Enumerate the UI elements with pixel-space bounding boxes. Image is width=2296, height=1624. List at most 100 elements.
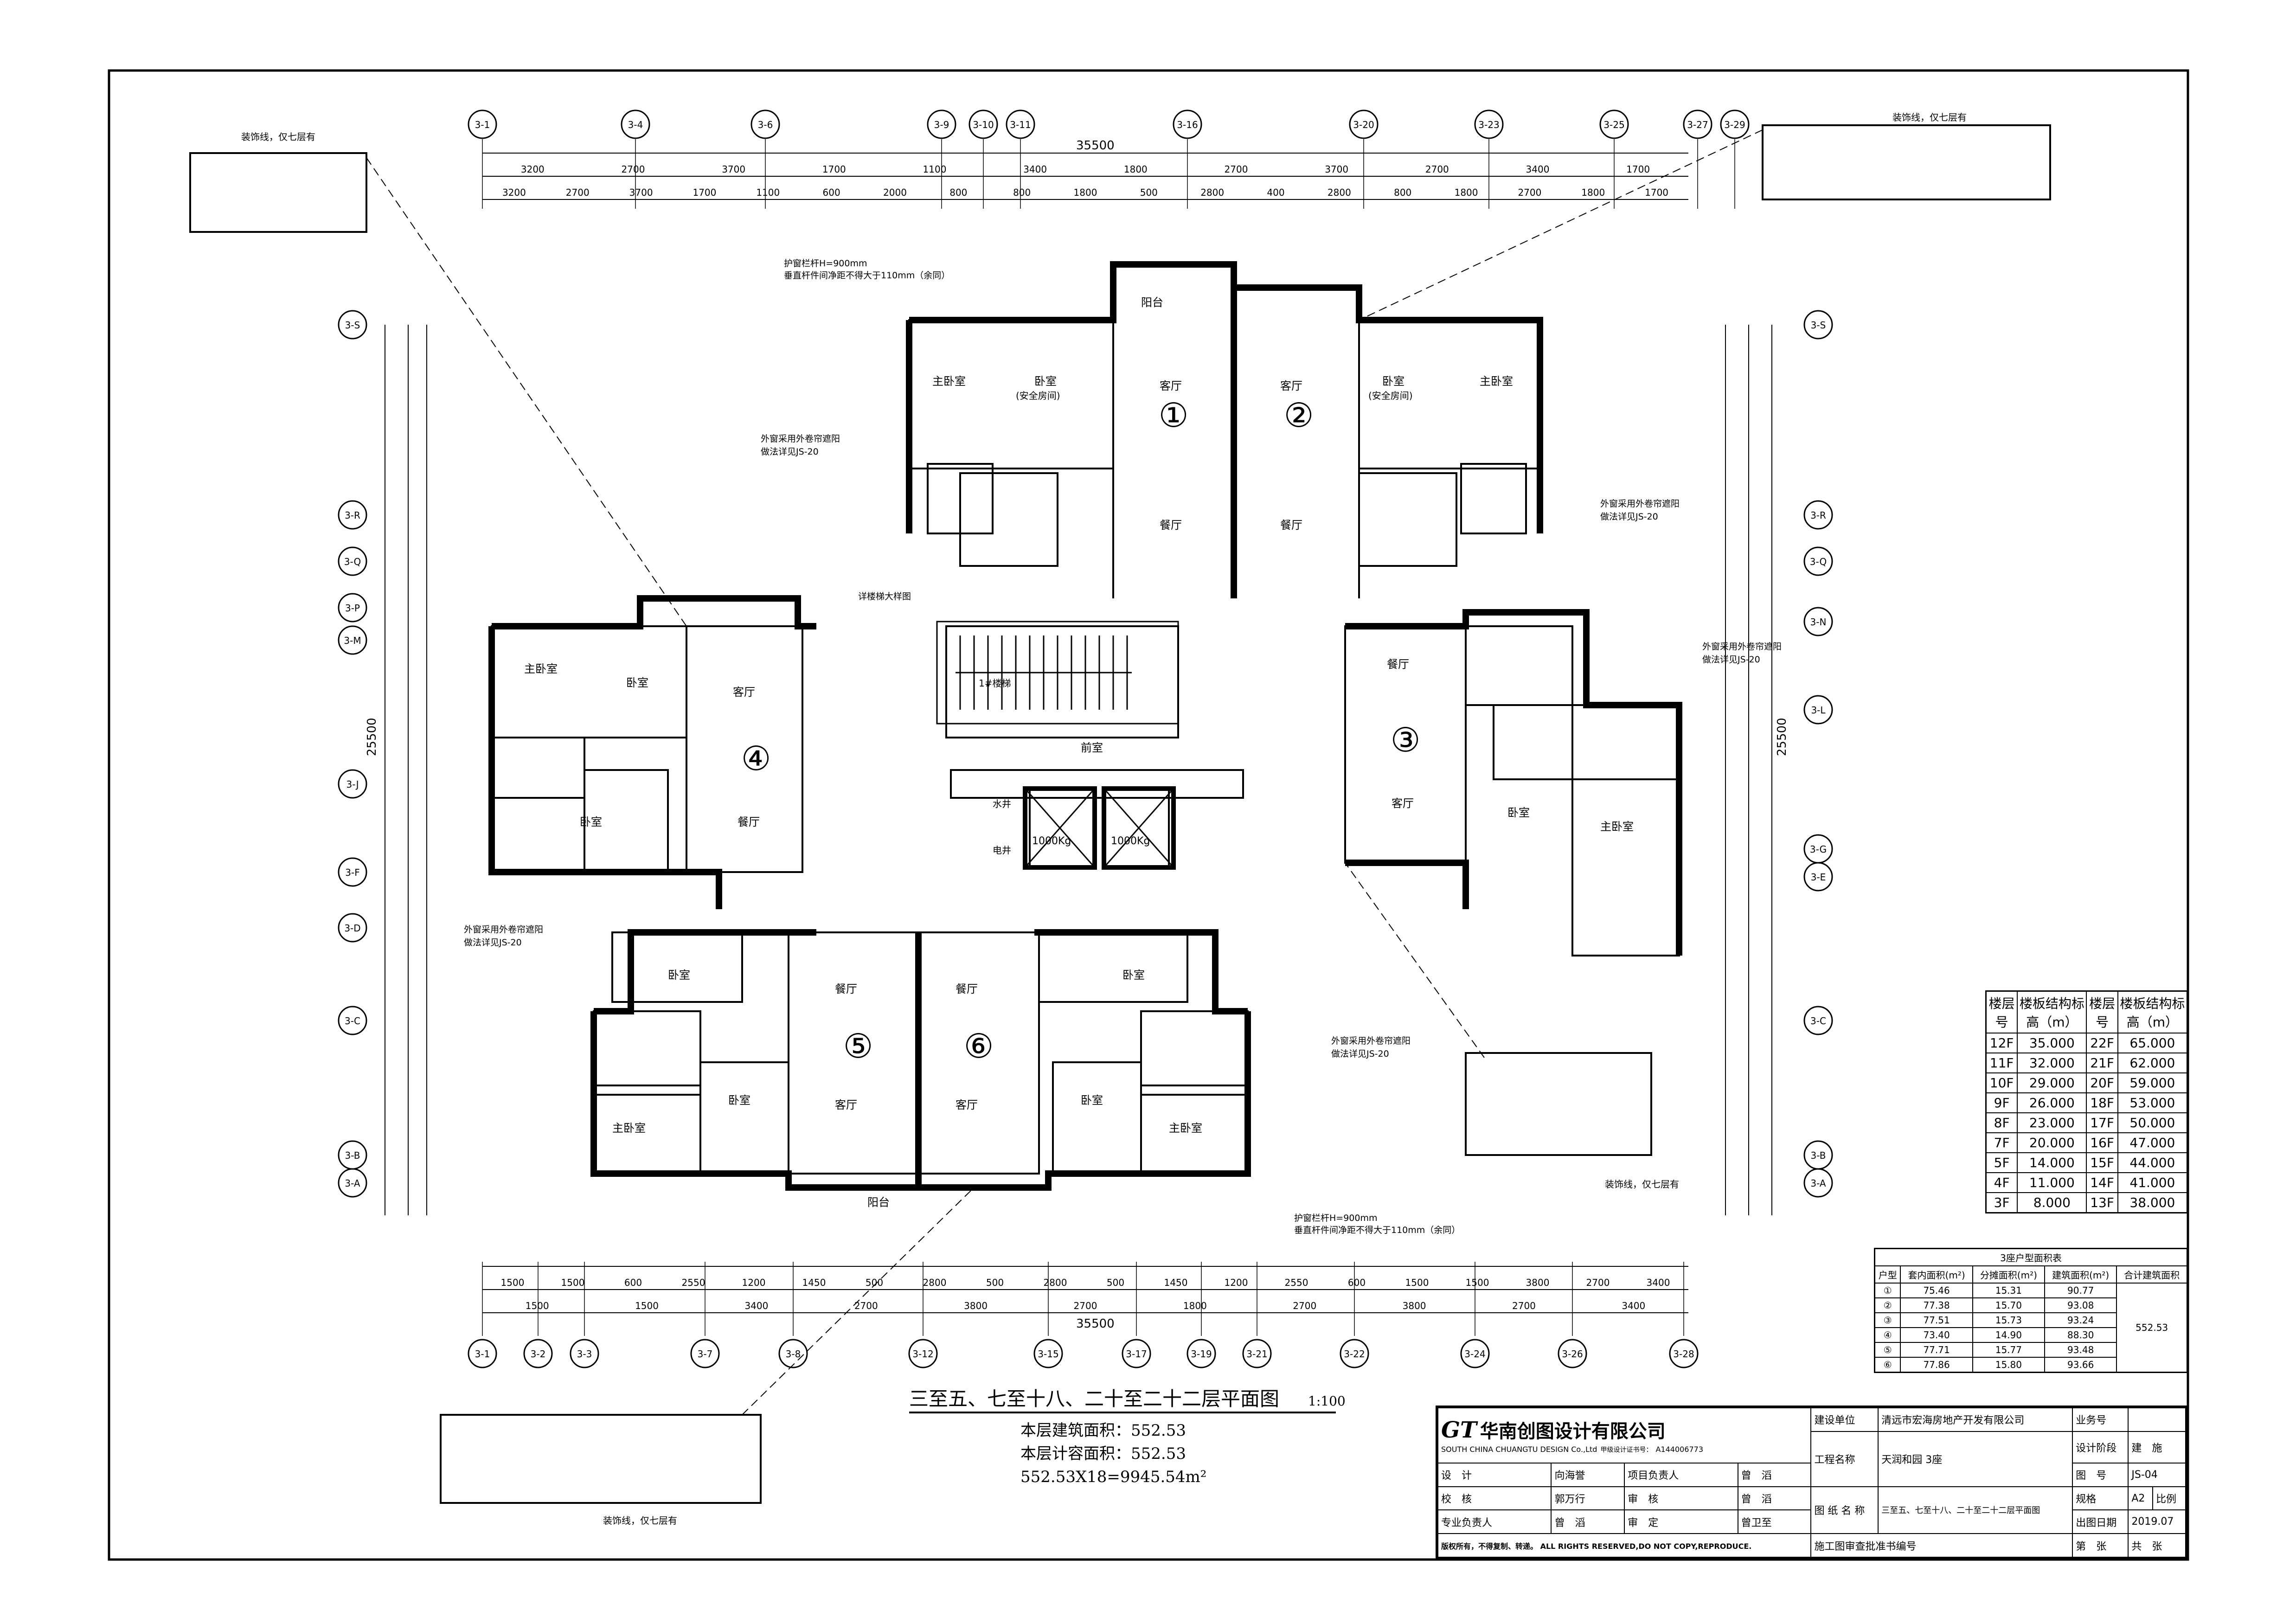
axis-bubbles-left: 3-S3-R3-Q3-P3-M3-J3-F3-D3-C3-B3-A [338, 310, 367, 1198]
level-cell: 8F [1985, 1112, 2018, 1133]
company-logo: GT [1441, 1417, 1477, 1443]
area-cell: 14.90 [1972, 1327, 2046, 1343]
axis-bubble-bottom: 3-7 [690, 1339, 720, 1368]
label-dining-2: 餐厅 [1280, 519, 1302, 532]
axis-label: 3-10 [973, 119, 994, 130]
note-sunshade-3: 外窗采用外卷帘遮阳 [1702, 642, 1782, 652]
level-cell: 11F [1985, 1053, 2018, 1073]
area-header: 分摊面积(m²) [1972, 1265, 2046, 1284]
axis-label: 3-3 [577, 1348, 592, 1360]
dimension-label: 1500 [561, 1277, 585, 1288]
axis-label: 3-26 [1562, 1348, 1583, 1360]
axis-circle [523, 1339, 553, 1368]
axis-bubble-left: 3-A [338, 1168, 367, 1198]
axis-bubble-top: 3-6 [750, 109, 780, 139]
axis-bubble-bottom: 3-12 [908, 1339, 938, 1368]
axis-bubble-right: 3-C [1803, 1006, 1833, 1035]
area-header-row: 户型 套内面积(m²) 分摊面积(m²) 建筑面积(m²) 合计建筑面积 [1874, 1265, 2188, 1284]
note-sunshade-5b: 做法详见JS-20 [1331, 1049, 1389, 1059]
level-cell: 59.000 [2117, 1072, 2188, 1093]
level-cell: 14F [2086, 1172, 2118, 1193]
interior-walls [491, 319, 1680, 1175]
axis-label: 3-R [1810, 510, 1826, 521]
axis-label: 3-R [345, 510, 360, 521]
dimension-label: 1500 [526, 1300, 549, 1311]
label-bed-6: 卧室 [1081, 1094, 1103, 1107]
approve: 曾卫至 [1737, 1509, 1812, 1534]
axis-label: 3-M [344, 635, 361, 646]
area-cell: 15.73 [1972, 1312, 2046, 1328]
label-master-6: 主卧室 [1169, 1122, 1202, 1135]
axis-label: 3-B [1811, 1150, 1826, 1161]
pm: 曾 滔 [1737, 1462, 1812, 1487]
axis-circle [778, 1339, 808, 1368]
label-living-2: 客厅 [1280, 379, 1302, 392]
spec: 曾 滔 [1551, 1509, 1625, 1534]
dimension-label: 1800 [1124, 164, 1148, 175]
label-dining-1: 餐厅 [1160, 519, 1182, 532]
ratio-label: 比例 [2152, 1486, 2187, 1511]
dimension-label: 3800 [964, 1300, 988, 1311]
level-cell: 20.000 [2017, 1132, 2087, 1153]
label-bed-3: 卧室 [1507, 806, 1530, 819]
dimension-label: 2700 [1518, 187, 1541, 198]
dimension-label: 3800 [1403, 1300, 1426, 1311]
level-cell: 38.000 [2117, 1192, 2188, 1213]
client-label: 建设单位 [1810, 1407, 1879, 1432]
stair-core [936, 621, 1179, 870]
unit-number: ⑥ [964, 1027, 994, 1066]
label-living-3: 客厅 [1392, 797, 1414, 810]
level-cell: 23.000 [2017, 1112, 2087, 1133]
axis-label: 3-Q [344, 556, 361, 567]
level-cell: 15F [2086, 1152, 2118, 1173]
label-living-1: 客厅 [1160, 379, 1182, 392]
level-cell: 21F [2086, 1053, 2118, 1073]
area-cell: ③ [1874, 1312, 1901, 1328]
deco-note-4: 装饰线，仅七层有 [603, 1515, 677, 1526]
area-cell: 77.51 [1900, 1312, 1973, 1328]
dimension-label: 3400 [1526, 164, 1550, 175]
building-walls [488, 261, 1682, 1191]
dimension-label: 2700 [566, 187, 590, 198]
dimension-label: 1200 [1225, 1277, 1248, 1288]
axis-bubble-top: 3-10 [968, 109, 998, 139]
level-cell: 7F [1985, 1132, 2018, 1153]
dimension-label: 1200 [742, 1277, 766, 1288]
note-sunshade-5: 外窗采用外卷帘遮阳 [1331, 1036, 1411, 1046]
area-cell: 15.77 [1972, 1342, 2046, 1358]
axis-bubble-bottom: 3-26 [1558, 1339, 1587, 1368]
dimension-label: 2800 [923, 1277, 947, 1288]
axis-label: 3-8 [786, 1348, 801, 1360]
project-label: 工程名称 [1810, 1431, 1879, 1487]
dimension-label: 3200 [502, 187, 526, 198]
company-name: 华南创图设计有限公司 [1480, 1420, 1666, 1442]
axis-circle [1803, 695, 1833, 725]
level-cell: 53.000 [2117, 1092, 2188, 1113]
level-cell: 5F [1985, 1152, 2018, 1173]
axis-label: 3-2 [531, 1348, 546, 1360]
label-elevator-1: 1000Kg [1032, 835, 1071, 847]
room-labels: 客厅 客厅 餐厅 餐厅 主卧室 主卧室 卧室 (安全房间) 卧室 (安全房间) … [524, 296, 1634, 1209]
dimension-label: 1700 [1626, 164, 1650, 175]
unit-number: ④ [741, 739, 771, 778]
review-label: 审 核 [1624, 1486, 1738, 1511]
deco-note-3: 装饰线，仅七层有 [1605, 1179, 1679, 1190]
axis-circle [1803, 1168, 1833, 1198]
dimension-label: 600 [1348, 1277, 1366, 1288]
dimension-label: 3200 [521, 164, 545, 175]
label-stair: 1#楼梯 [979, 678, 1011, 689]
axis-label: 3-Q [1810, 556, 1827, 567]
axis-circle [1803, 862, 1833, 892]
label-dining-6: 餐厅 [956, 982, 978, 995]
axis-bubble-right: 3-A [1803, 1168, 1833, 1198]
axis-label: 3-15 [1038, 1348, 1058, 1360]
axis-bubble-top: 3-20 [1349, 109, 1379, 139]
